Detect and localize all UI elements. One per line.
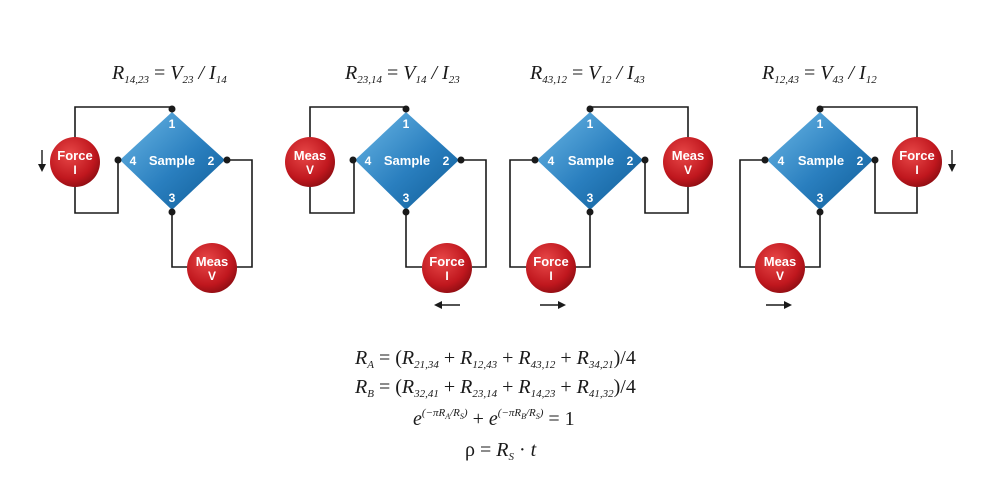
corner-4: 4 — [130, 154, 137, 168]
circle-label: Meas — [764, 254, 797, 269]
wire-bottom — [575, 210, 591, 268]
sample-diamond — [767, 112, 873, 210]
force-i-circle — [50, 137, 100, 187]
wire-bottom — [805, 210, 821, 268]
circle-sublabel: I — [549, 269, 552, 283]
corner-1: 1 — [587, 117, 594, 131]
circle-sublabel: V — [208, 269, 216, 283]
wire-left — [739, 159, 767, 268]
panel-3-equation: R43,12 = V12 / I43 — [529, 62, 645, 86]
circle-label: Meas — [294, 148, 327, 163]
contact-dot — [402, 208, 410, 216]
contact-dot — [761, 156, 769, 164]
circle-label: Force — [57, 148, 92, 163]
circle-sublabel: V — [776, 269, 784, 283]
contact-dot — [641, 156, 649, 164]
contact-dot — [114, 156, 122, 164]
formula-resistivity: ρ = RS · t — [465, 439, 537, 463]
circle-label: Force — [899, 148, 934, 163]
circle-sublabel: I — [915, 163, 918, 177]
corner-1: 1 — [403, 117, 410, 131]
contact-dot — [349, 156, 357, 164]
corner-3: 3 — [403, 191, 410, 205]
panel-3: R43,12 = V12 / I43 Sample 1 2 3 4 Meas V… — [509, 62, 713, 309]
corner-2: 2 — [627, 154, 634, 168]
corner-3: 3 — [817, 191, 824, 205]
contact-dot — [223, 156, 231, 164]
wire-right — [225, 159, 253, 268]
contact-dot — [871, 156, 879, 164]
current-arrow-icon — [38, 150, 46, 172]
contact-dot — [816, 208, 824, 216]
wire-right — [459, 159, 487, 268]
force-i-circle — [892, 137, 942, 187]
corner-2: 2 — [857, 154, 864, 168]
sample-diamond — [120, 112, 225, 210]
panel-1-equation: R14,23 = V23 / I14 — [111, 62, 227, 86]
sample-diamond — [537, 112, 643, 210]
panel-2-equation: R23,14 = V14 / I23 — [344, 62, 460, 86]
sample-label: Sample — [798, 153, 844, 168]
corner-1: 1 — [817, 117, 824, 131]
contact-dot — [168, 105, 176, 113]
meas-v-circle — [285, 137, 335, 187]
panel-2: R23,14 = V14 / I23 Sample 1 2 3 4 Meas V… — [285, 62, 487, 309]
contact-dot — [457, 156, 465, 164]
current-arrow-icon — [766, 301, 792, 309]
corner-4: 4 — [778, 154, 785, 168]
corner-4: 4 — [365, 154, 372, 168]
contact-dot — [402, 105, 410, 113]
wire-bottom — [171, 210, 188, 268]
formula-ra: RA = (R21,34 + R12,43 + R43,12 + R34,21)… — [354, 347, 636, 371]
wire-bottom — [405, 210, 422, 268]
corner-1: 1 — [169, 117, 176, 131]
circle-label: Force — [429, 254, 464, 269]
circle-sublabel: V — [306, 163, 314, 177]
panel-4-equation: R12,43 = V43 / I12 — [761, 62, 877, 86]
corner-3: 3 — [169, 191, 176, 205]
meas-v-circle — [755, 243, 805, 293]
wire-left — [509, 159, 537, 268]
formulas: RA = (R21,34 + R12,43 + R43,12 + R34,21)… — [354, 347, 636, 463]
sample-diamond — [355, 112, 459, 210]
circle-label: Meas — [196, 254, 229, 269]
corner-3: 3 — [587, 191, 594, 205]
sample-label: Sample — [568, 153, 614, 168]
circle-label: Force — [533, 254, 568, 269]
corner-2: 2 — [208, 154, 215, 168]
force-i-circle — [422, 243, 472, 293]
contact-dot — [531, 156, 539, 164]
meas-v-circle — [187, 243, 237, 293]
formula-van-der-pauw: e(−πRA/RS) + e(−πRB/RS) = 1 — [413, 407, 575, 430]
sample-label: Sample — [149, 153, 195, 168]
contact-dot — [168, 208, 176, 216]
corner-4: 4 — [548, 154, 555, 168]
current-arrow-icon — [948, 150, 956, 172]
circle-sublabel: I — [73, 163, 76, 177]
contact-dot — [816, 105, 824, 113]
panel-4: R12,43 = V43 / I12 Sample 1 2 3 4 Force … — [739, 62, 956, 309]
circle-sublabel: I — [445, 269, 448, 283]
formula-rb: RB = (R32,41 + R23,14 + R14,23 + R41,32)… — [354, 376, 636, 400]
force-i-circle — [526, 243, 576, 293]
circle-label: Meas — [672, 148, 705, 163]
meas-v-circle — [663, 137, 713, 187]
contact-dot — [586, 208, 594, 216]
corner-2: 2 — [443, 154, 450, 168]
circle-sublabel: V — [684, 163, 692, 177]
sample-label: Sample — [384, 153, 430, 168]
panel-1: R14,23 = V23 / I14 Sample 1 2 3 4 Force … — [38, 62, 253, 293]
current-arrow-icon — [540, 301, 566, 309]
current-arrow-icon — [434, 301, 460, 309]
contact-dot — [586, 105, 594, 113]
